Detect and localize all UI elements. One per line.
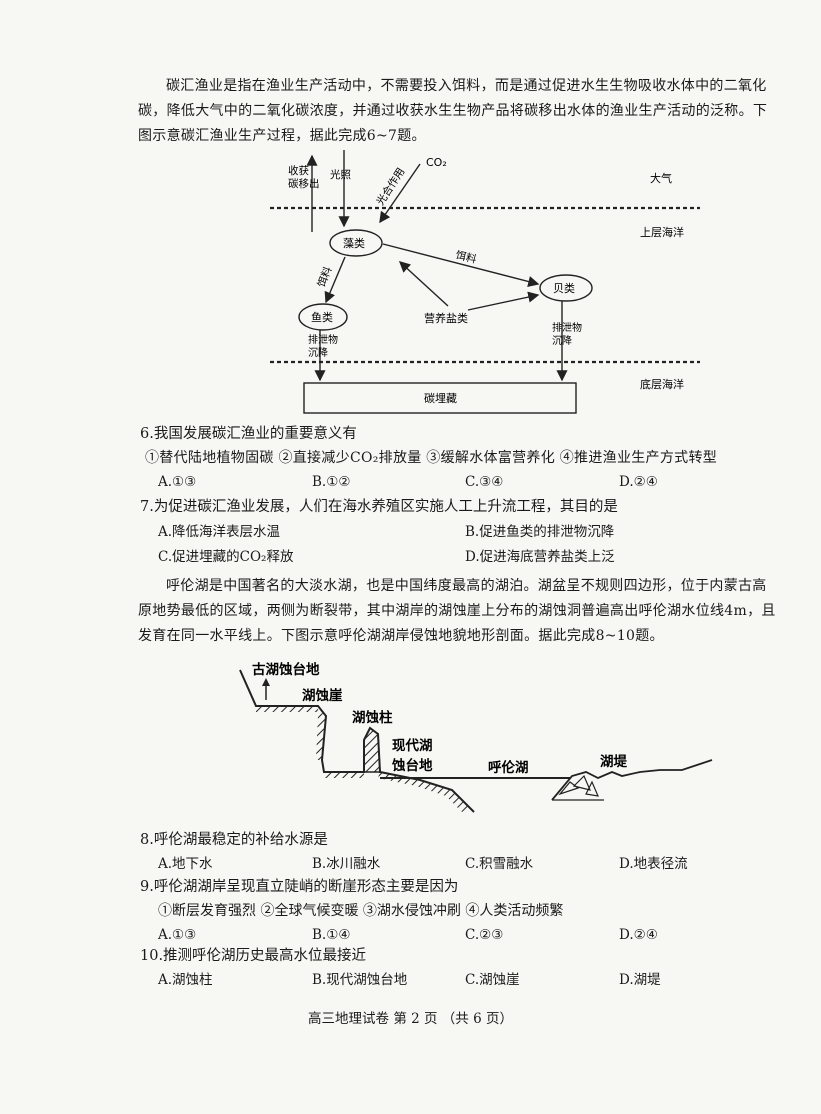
- q7-option-a: A.降低海洋表层水温: [158, 524, 281, 540]
- ancient-platform-label: 古湖蚀台地: [252, 661, 320, 678]
- pillar-label: 湖蚀柱: [352, 709, 393, 726]
- modern-platform-label-1: 现代湖: [392, 737, 433, 754]
- q10-option-a: A.湖蚀柱: [158, 972, 213, 988]
- q10-stem: 10.推测呼伦湖历史最高水位最接近: [140, 948, 367, 964]
- carbon-sink-diagram: 收获 碳移出 光照 光合作用 CO₂ 大气 上层海洋 藻类 饵料 贝类 饵料 鱼…: [270, 150, 700, 414]
- q6-stem: 6.我国发展碳汇渔业的重要意义有: [140, 426, 357, 442]
- algae-label: 藻类: [343, 236, 365, 250]
- q10-option-d: D.湖堤: [619, 972, 661, 988]
- q8-option-a: A.地下水: [158, 856, 213, 872]
- intro-paragraph-1: 碳汇渔业是指在渔业生产活动中，不需要投入饵料，而是通过促进水生生物吸收水体中的二…: [138, 78, 768, 144]
- q7-stem: 7.为促进碳汇渔业发展，人们在海水养殖区实施人工上升流工程，其目的是: [140, 499, 618, 515]
- q9-option-b: B.①④: [312, 927, 351, 943]
- q6-option-a: A.①③: [158, 474, 197, 490]
- co2-label: CO₂: [426, 156, 447, 169]
- hulun-lake-label: 呼伦湖: [488, 759, 529, 776]
- light-label: 光照: [330, 168, 351, 181]
- atmosphere-label: 大气: [650, 171, 672, 185]
- q6-option-d: D.②④: [619, 474, 658, 490]
- nutrients-label: 营养盐类: [424, 311, 468, 325]
- harvest-label-2: 碳移出: [288, 177, 320, 190]
- shell-excreta-label-1: 排泄物: [552, 321, 582, 334]
- q9-items: ①断层发育强烈 ②全球气候变暖 ③湖水侵蚀冲刷 ④人类活动频繁: [158, 903, 564, 919]
- cliff-label: 湖蚀崖: [302, 687, 343, 704]
- q6-option-c: C.③④: [465, 474, 504, 490]
- q8-option-d: D.地表径流: [619, 856, 688, 872]
- lake-dike: [551, 759, 713, 801]
- fish-node: [298, 303, 348, 331]
- lake-pillar: [363, 726, 381, 773]
- q9-stem: 9.呼伦湖湖岸呈现直立陡峭的断崖形态主要是因为: [140, 879, 459, 895]
- fish-label: 鱼类: [311, 310, 333, 324]
- q6-items: ①替代陆地植物固碳 ②直接减少CO₂排放量 ③缓解水体富营养化 ④推进渔业生产方…: [145, 450, 718, 466]
- fish-excreta-label-1: 排泄物: [308, 333, 338, 346]
- q9-option-c: C.②③: [465, 927, 504, 943]
- lake-profile-diagram: 古湖蚀台地 湖蚀崖 湖蚀柱 现代湖 蚀台地 呼伦湖 湖堤: [239, 661, 713, 813]
- q8-option-c: C.积雪融水: [465, 856, 534, 872]
- q7-option-c: C.促进埋藏的CO₂释放: [158, 549, 294, 565]
- upper-ocean-label: 上层海洋: [640, 225, 684, 239]
- q10-option-c: C.湖蚀崖: [465, 972, 520, 988]
- shellfish-label: 贝类: [553, 281, 575, 295]
- q10-option-b: B.现代湖蚀台地: [312, 972, 408, 988]
- feed-label-2: 饵料: [454, 248, 478, 266]
- carbon-burial-box: [303, 382, 577, 414]
- intro-paragraph-2: 呼伦湖是中国著名的大淡水湖，也是中国纬度最高的湖泊。湖盆呈不规则四边形，位于内蒙…: [138, 578, 776, 644]
- q7-option-d: D.促进海底营养盐类上泛: [465, 549, 615, 565]
- modern-platform-label-2: 蚀台地: [391, 757, 433, 774]
- carbon-burial-label: 碳埋藏: [424, 391, 457, 405]
- q6-option-b: B.①②: [312, 474, 351, 490]
- q9-option-a: A.①③: [158, 927, 197, 943]
- q7-option-b: B.促进鱼类的排泄物沉降: [465, 524, 615, 540]
- algae-node: [329, 229, 383, 257]
- shell-excreta-label-2: 沉降: [552, 334, 572, 347]
- dike-label: 湖堤: [600, 754, 628, 770]
- bottom-ocean-label: 底层海洋: [640, 377, 684, 391]
- q8-stem: 8.呼伦湖最稳定的补给水源是: [140, 832, 328, 848]
- page-footer: 高三地理试卷 第 2 页 （共 6 页）: [308, 1011, 513, 1027]
- fish-excreta-label-2: 沉降: [308, 346, 328, 359]
- harvest-label-1: 收获: [288, 164, 309, 177]
- q9-option-d: D.②④: [619, 927, 658, 943]
- feed-label-1: 饵料: [315, 264, 335, 289]
- shellfish-node: [539, 274, 593, 302]
- photosynthesis-label: 光合作用: [374, 165, 408, 207]
- q8-option-b: B.冰川融水: [312, 856, 381, 872]
